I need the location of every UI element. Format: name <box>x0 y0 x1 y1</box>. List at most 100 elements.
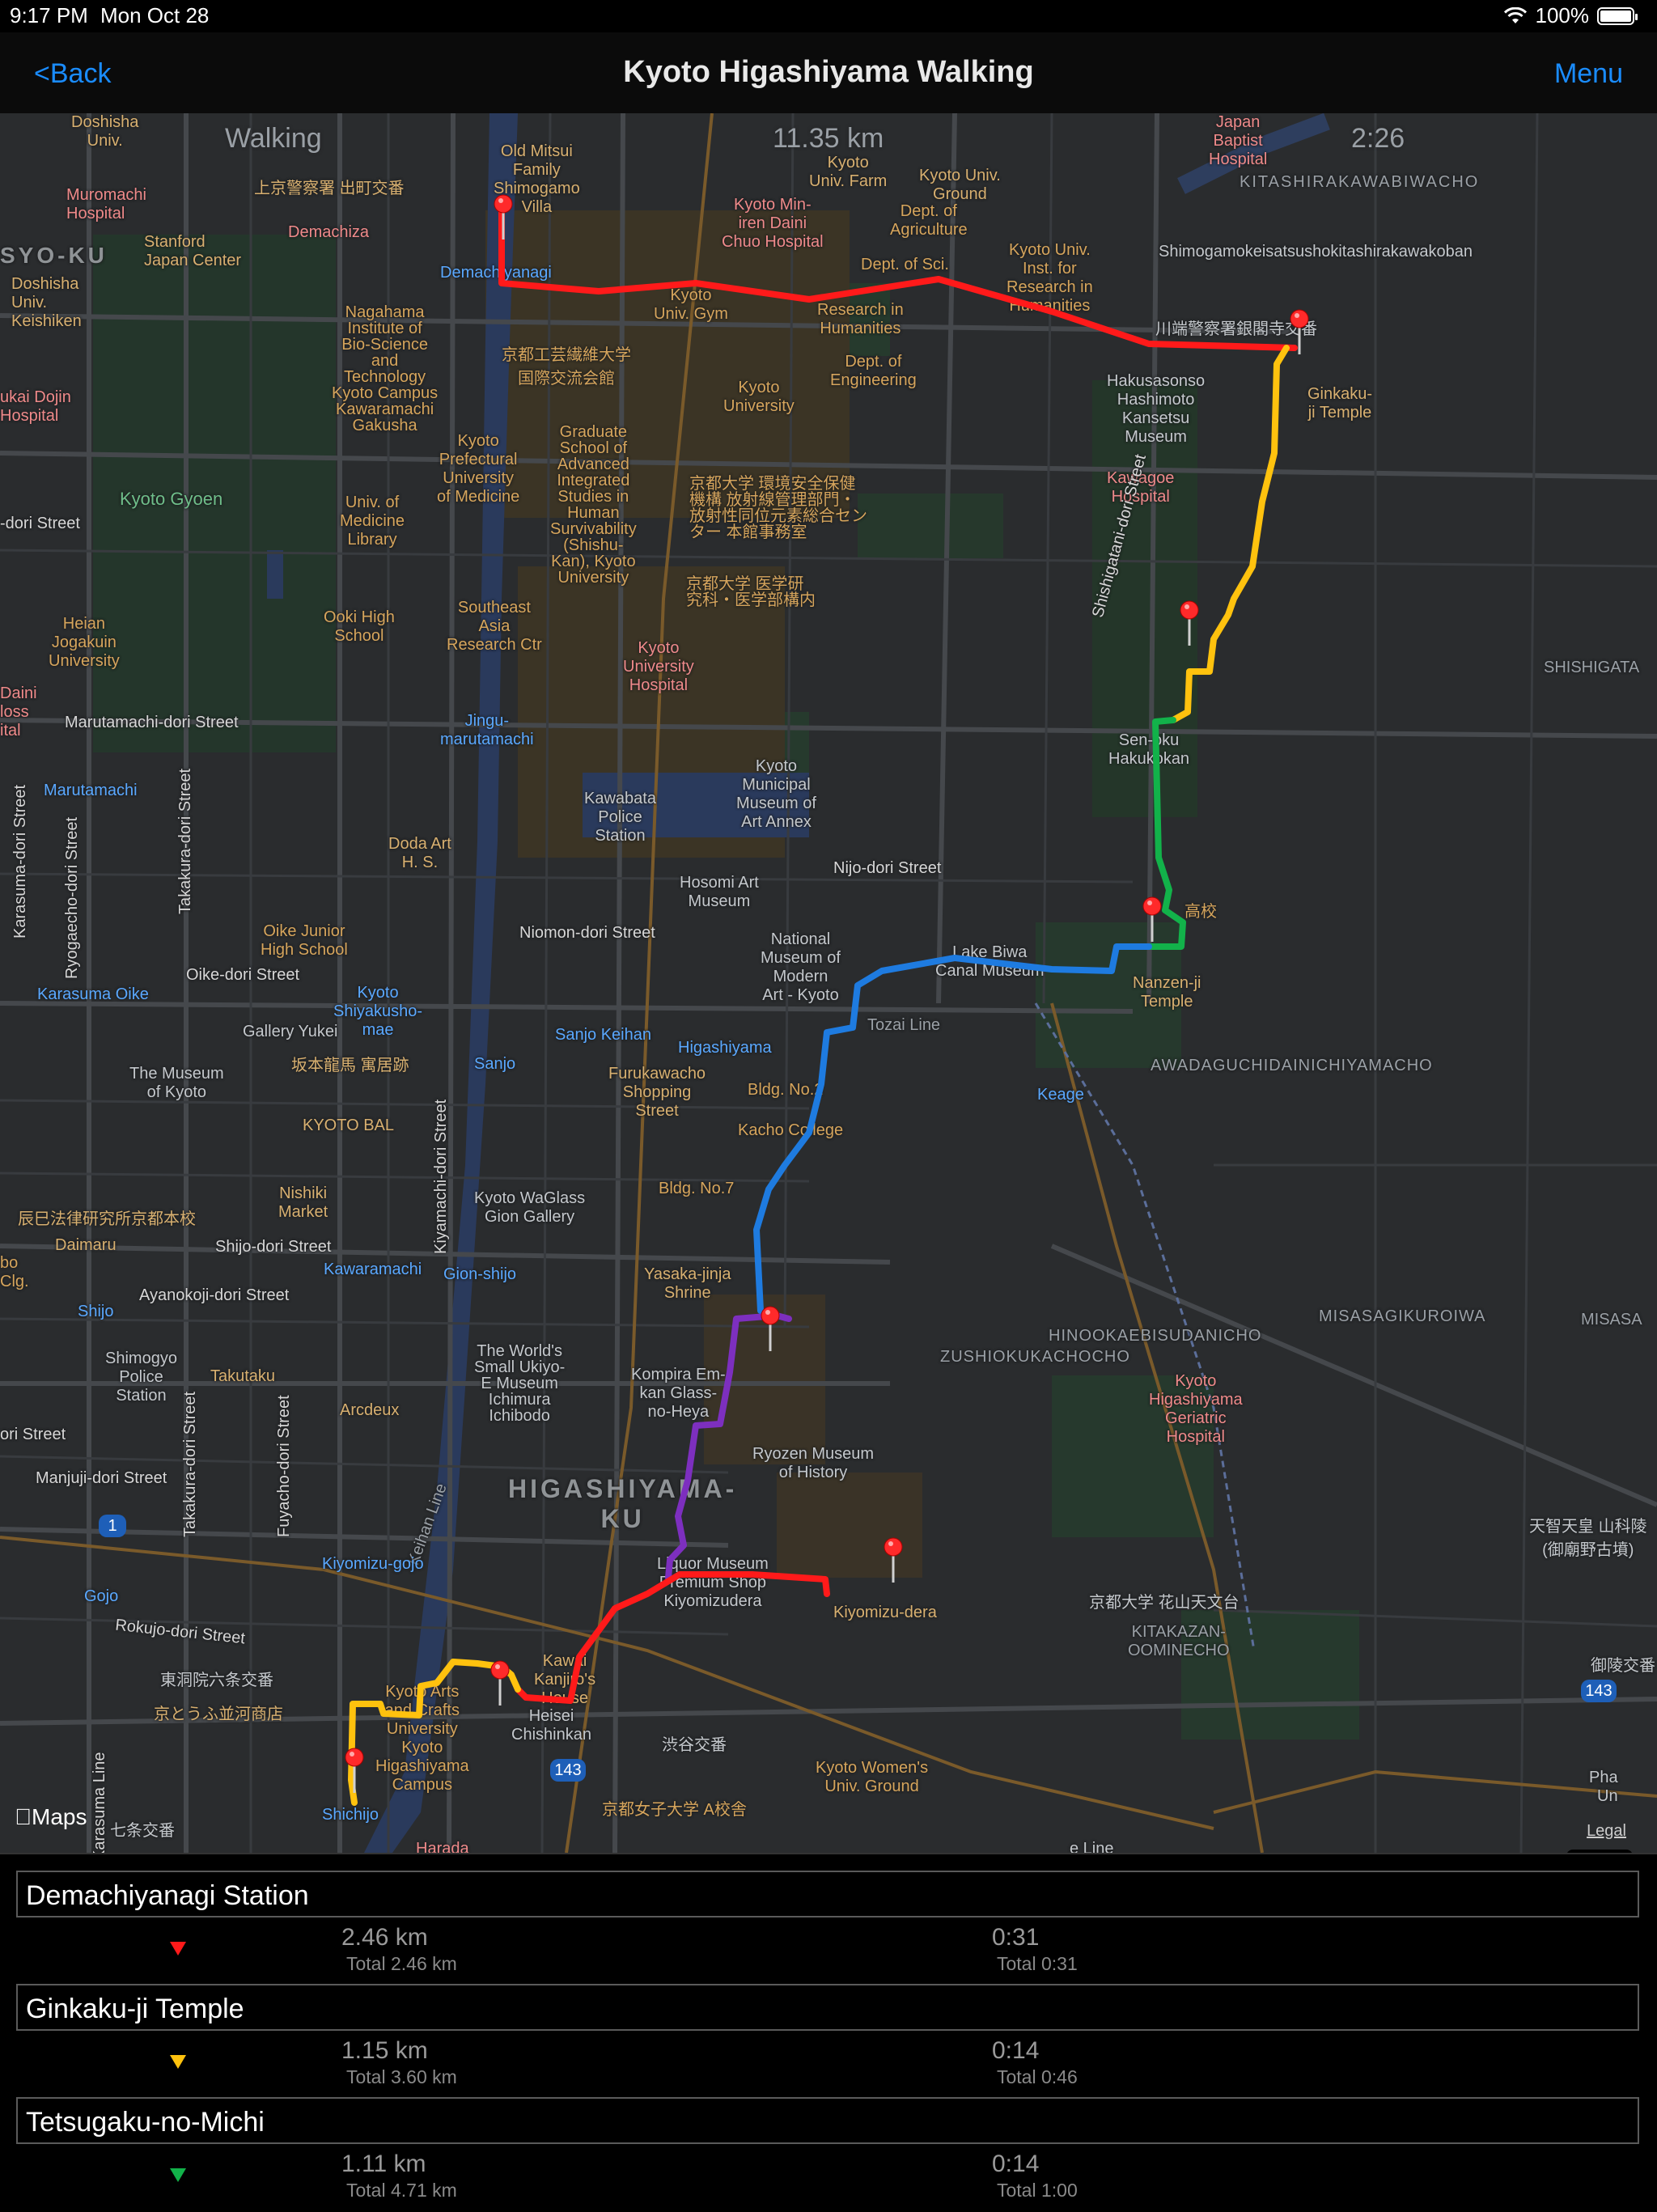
map-label[interactable]: Daimaru <box>55 1236 117 1254</box>
map-label[interactable]: Bldg. No.7 <box>659 1180 735 1197</box>
map-label[interactable]: Kawaramachi <box>324 1261 422 1278</box>
map-label[interactable]: Kyoto Univ. Farm <box>809 154 888 190</box>
map-label[interactable]: Kacho College <box>738 1121 844 1139</box>
map-label[interactable]: Ginkaku- ji Temple <box>1307 385 1373 422</box>
map-label[interactable]: Arcdeux <box>340 1401 400 1419</box>
map-label[interactable]: Yasaka-jinja Shrine <box>644 1265 731 1302</box>
map-label[interactable]: Kyoto Prefectural University of Medicine <box>437 432 520 506</box>
map-label[interactable]: bo Clg. <box>0 1254 29 1290</box>
menu-button[interactable]: Menu <box>1553 58 1623 89</box>
map-label[interactable]: Pha Un <box>1589 1769 1618 1805</box>
map-label[interactable]: 京都工芸繊維大学 国際交流会館 <box>502 346 631 388</box>
map-label[interactable]: Old Mitsui Family Shimogamo Villa <box>494 142 580 216</box>
map-label[interactable]: Kiyomizu-gojo <box>322 1555 424 1573</box>
map-label[interactable]: 京都大学 環境安全保健 機構 放射線管理部門・ 放射性同位元素総合セン ター 本… <box>689 475 867 541</box>
map-label[interactable]: Shimogamokeisatsushokitashirakawakoban <box>1159 243 1473 261</box>
map-label[interactable]: 京都大学 花山天文台 <box>1089 1594 1240 1612</box>
map-label[interactable]: 京とうふ並河商店 <box>154 1706 283 1723</box>
map-label[interactable]: The Museum of Kyoto <box>129 1065 224 1101</box>
map-label[interactable]: Doshisha Univ. Keishiken <box>11 275 82 330</box>
map-label[interactable]: Kyoto University <box>723 379 795 415</box>
map-label[interactable]: Kyoto Univ. Inst. for Research in Humani… <box>1006 241 1093 315</box>
map-label[interactable]: Shichijo <box>322 1806 379 1824</box>
map-label[interactable]: Nanzen-ji Temple <box>1133 974 1201 1011</box>
map-label[interactable]: Kyoto Higashiyama Geriatric Hospital <box>1149 1372 1243 1446</box>
map-label[interactable]: Nishiki Market <box>278 1184 328 1221</box>
map-label[interactable]: Harada <box>416 1840 469 1853</box>
map-label[interactable]: Shimogyo Police Station <box>105 1350 177 1405</box>
map-label[interactable]: Shijo <box>78 1303 114 1320</box>
map-label[interactable]: Southeast Asia Research Ctr <box>447 599 542 654</box>
map-label[interactable]: Hakusasonso Hashimoto Kansetsu Museum <box>1107 372 1206 446</box>
map-label[interactable]: Ryozen Museum of History <box>752 1445 875 1481</box>
map-label[interactable]: 辰巳法律研究所京都本校 <box>18 1210 196 1228</box>
locate-button[interactable] <box>1566 1850 1633 1853</box>
map-label[interactable]: ukai Dojin Hospital <box>0 388 71 425</box>
map-label[interactable]: Kyoto Women's Univ. Ground <box>816 1759 929 1795</box>
map-label[interactable]: Kyoto Univ. Gym <box>654 286 728 323</box>
map-label[interactable]: 京都女子大学 A校舎 <box>602 1801 747 1819</box>
map-label[interactable]: 渋谷交番 <box>662 1736 727 1754</box>
map-label[interactable]: 上京警察署 出町交番 <box>254 180 405 197</box>
map-label[interactable]: Gojo <box>84 1587 119 1605</box>
map-pin-icon[interactable] <box>1142 896 1162 942</box>
map-label[interactable]: Doshisha Univ. <box>71 113 139 150</box>
map-label[interactable]: Heian Jogakuin University <box>49 615 120 670</box>
stop-header[interactable]: Demachiyanagi Station <box>16 1871 1639 1917</box>
map-label[interactable]: Kyoto Shiyakusho- mae <box>333 984 423 1039</box>
map-label[interactable]: Dept. of Sci. <box>861 256 949 273</box>
map-label[interactable]: 川端警察署銀閣寺交番 <box>1155 320 1317 338</box>
map-pin-icon[interactable] <box>761 1306 780 1351</box>
map-label[interactable]: Kyoto Min- iren Daini Chuo Hospital <box>722 196 824 251</box>
map-label[interactable]: Japan Baptist Hospital <box>1209 113 1268 168</box>
map-label[interactable]: National Museum of Modern Art - Kyoto <box>761 930 841 1004</box>
map-pin-icon[interactable] <box>490 1660 510 1706</box>
map-label[interactable]: 京都大学 医学研 究科・医学部構内 <box>686 575 816 609</box>
map-label[interactable]: Ooki High School <box>324 608 395 645</box>
map-label[interactable]: Kyoto Arts and Crafts University Kyoto H… <box>375 1683 469 1794</box>
map-label[interactable]: Kawagoe Hospital <box>1107 469 1175 506</box>
map-label[interactable]: Kyoto Univ. Ground <box>919 167 1001 203</box>
map-label[interactable]: Gion-shijo <box>443 1265 517 1283</box>
map-label[interactable]: Doda Art H. S. <box>388 835 451 871</box>
map-label[interactable]: Sen-oku Hakukokan <box>1108 731 1190 768</box>
map-label[interactable]: 天智天皇 山科陵 (御廟野古墳) <box>1529 1518 1647 1559</box>
map-label[interactable]: KYOTO BAL <box>303 1117 395 1134</box>
map-label[interactable]: Keage <box>1037 1086 1084 1104</box>
map-pin-icon[interactable] <box>884 1537 903 1583</box>
map-label[interactable]: 東洞院六条交番 <box>160 1672 273 1689</box>
map-label[interactable]: The World's Small Ukiyo- E Museum Ichimu… <box>474 1342 566 1425</box>
map-label[interactable]: Graduate School of Advanced Integrated S… <box>550 423 637 587</box>
map-label[interactable]: 坂本龍馬 寓居跡 <box>291 1057 409 1074</box>
back-button[interactable]: <Back <box>34 58 112 89</box>
map-label[interactable]: Jingu- marutamachi <box>440 712 534 748</box>
map-label[interactable]: Sanjo <box>474 1055 516 1073</box>
map-label[interactable]: Furukawacho Shopping Street <box>608 1065 706 1120</box>
map-label[interactable]: Oike Junior High School <box>261 922 348 959</box>
map-label[interactable]: Bldg. No.2 <box>748 1081 824 1099</box>
map-label[interactable]: Kompira Em- kan Glass- no-Heya <box>631 1366 726 1421</box>
map-label[interactable]: Kyoto Gyoen <box>120 489 223 509</box>
map-label[interactable]: Demachiyanagi <box>440 264 552 282</box>
map-label[interactable]: Marutamachi <box>44 782 138 799</box>
stop-header[interactable]: Ginkaku-ji Temple <box>16 1984 1639 2031</box>
map-pin-icon[interactable] <box>1290 309 1309 354</box>
map-label[interactable]: 七条交番 <box>110 1822 175 1840</box>
map-label[interactable]: Nagahama Institute of Bio-Science and Te… <box>332 303 439 434</box>
legal-link[interactable]: Legal <box>1587 1822 1626 1840</box>
map-label[interactable]: Muromachi Hospital <box>66 186 146 222</box>
map-label[interactable]: Daini loss ital <box>0 684 37 739</box>
map-label[interactable]: Sanjo Keihan <box>555 1026 651 1044</box>
map-label[interactable]: Karasuma Oike <box>37 985 149 1003</box>
map-label[interactable]: Kyoto WaGlass Gion Gallery <box>474 1189 586 1226</box>
map-view[interactable]: Doshisha Univ. Muromachi Hospital Stanfo… <box>0 113 1657 1853</box>
map-label[interactable]: Univ. of Medicine Library <box>340 494 405 549</box>
map-label[interactable]: Dept. of Agriculture <box>890 202 968 239</box>
map-label[interactable]: 御陵交番 <box>1591 1657 1655 1675</box>
map-label[interactable]: Hosomi Art Museum <box>680 874 759 910</box>
map-pin-icon[interactable] <box>494 194 513 239</box>
map-label[interactable]: Kyoto Municipal Museum of Art Annex <box>736 757 816 831</box>
map-label[interactable]: Stanford Japan Center <box>144 233 242 269</box>
map-label[interactable]: Research in Humanities <box>817 301 904 337</box>
map-pin-icon[interactable] <box>1180 600 1199 646</box>
